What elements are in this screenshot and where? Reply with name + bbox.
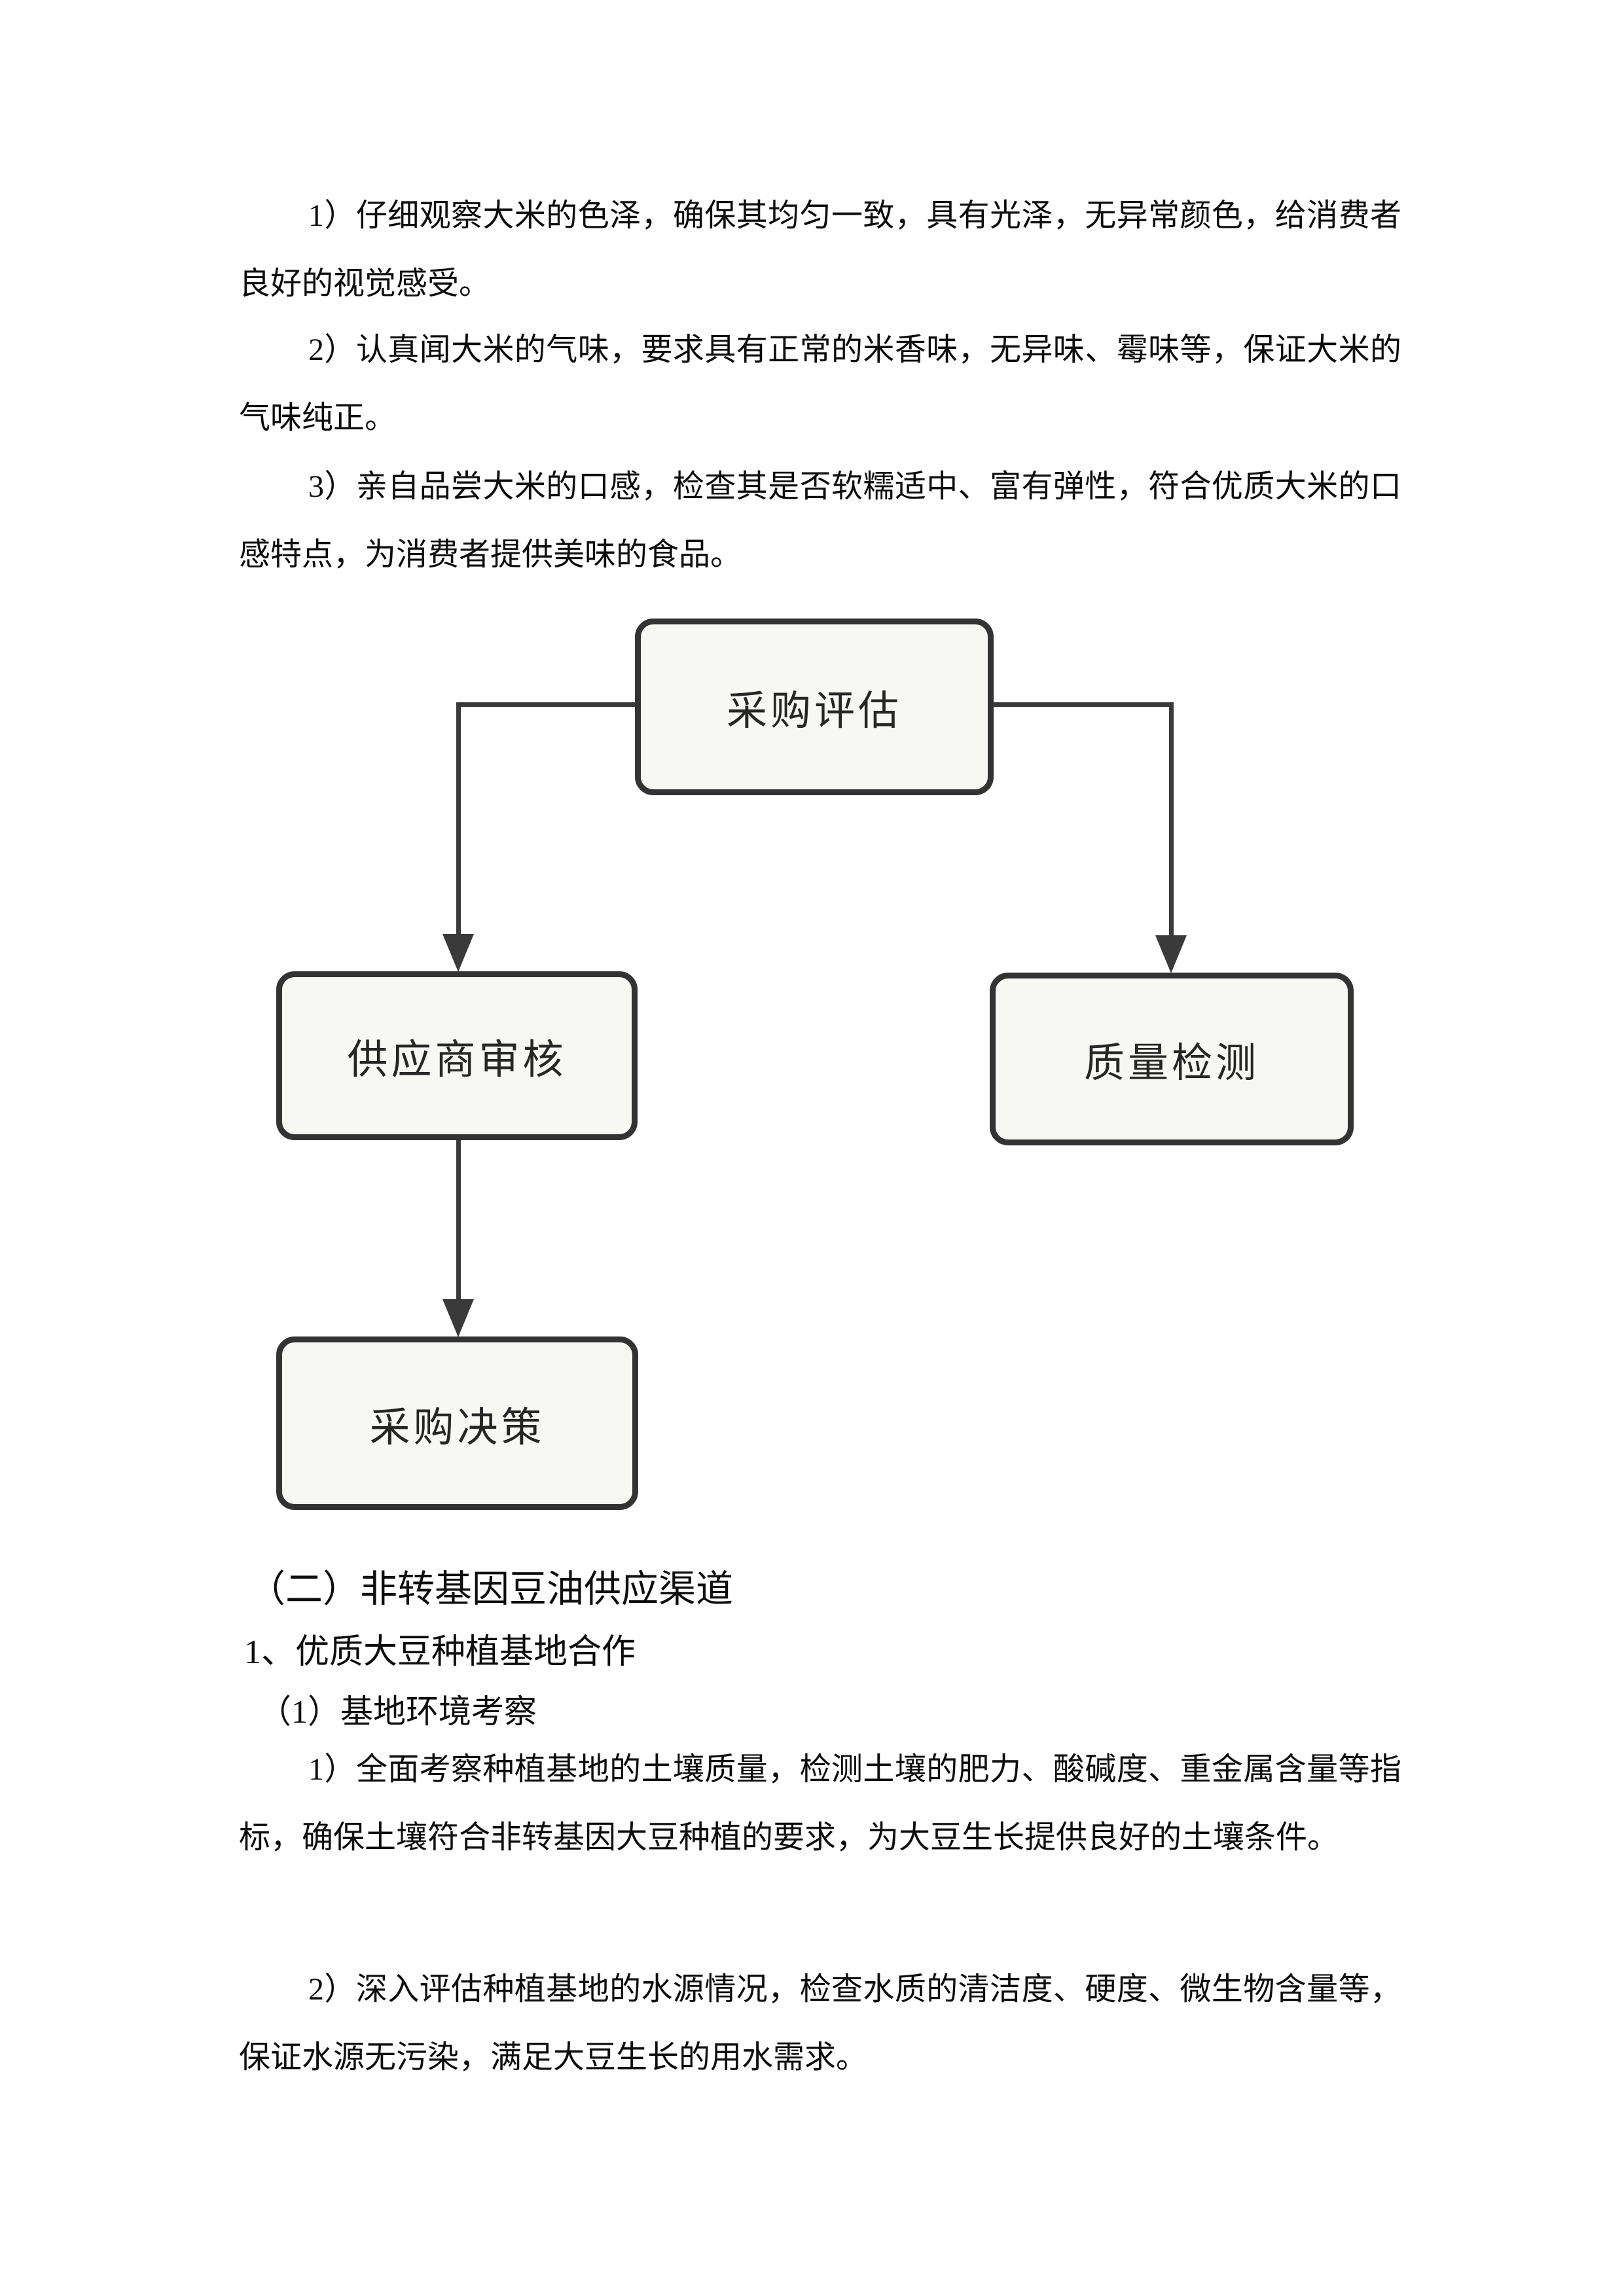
flow-node-purchase-decision: 采购决策 xyxy=(276,1336,638,1510)
flow-node-quality-inspection: 质量检测 xyxy=(990,973,1354,1145)
connector-evaluation-to-supplier-horizontal xyxy=(458,702,636,707)
paragraph-rice-smell: 2）认真闻大米的气味，要求具有正常的米香味，无异味、霉味等，保证大米的气味纯正。 xyxy=(239,332,1401,435)
paragraph-water-source: 2）深入评估种植基地的水源情况，检查水质的清洁度、硬度、微生物含量等，保证水源无… xyxy=(239,1972,1401,2075)
paragraph-soil-quality: 1）全面考察种植基地的土壤质量，检测土壤的肥力、酸碱度、重金属含量等指标，确保土… xyxy=(239,1752,1401,1855)
section-heading: （二）非转基因豆油供应渠道 xyxy=(248,1569,733,1610)
flow-node-label: 采购决策 xyxy=(369,1405,545,1450)
connector-evaluation-to-quality-horizontal xyxy=(990,702,1172,707)
flow-node-label: 供应商审核 xyxy=(347,1038,567,1083)
flow-node-label: 质量检测 xyxy=(1083,1041,1259,1086)
arrow-down-icon xyxy=(442,1299,474,1337)
flow-node-procurement-evaluation: 采购评估 xyxy=(635,619,994,795)
connector-evaluation-to-supplier-vertical xyxy=(456,702,461,935)
connector-supplier-to-decision-vertical xyxy=(456,1139,461,1300)
flow-node-label: 采购评估 xyxy=(726,689,902,734)
sub-heading-base-environment: （1）基地环境考察 xyxy=(259,1693,537,1730)
paragraph-rice-taste: 3）亲自品尝大米的口感，检查其是否软糯适中、富有弹性，符合优质大米的口感特点，为… xyxy=(239,469,1401,572)
arrow-down-icon xyxy=(1155,935,1187,973)
connector-evaluation-to-quality-vertical xyxy=(1169,702,1174,936)
paragraph-rice-color: 1）仔细观察大米的色泽，确保其均匀一致，具有光泽，无异常颜色，给消费者良好的视觉… xyxy=(239,198,1401,301)
flow-node-supplier-audit: 供应商审核 xyxy=(276,971,638,1140)
arrow-down-icon xyxy=(442,934,474,972)
sub-heading-soybean-base: 1、优质大豆种植基地合作 xyxy=(244,1634,636,1671)
